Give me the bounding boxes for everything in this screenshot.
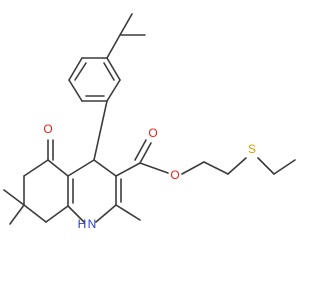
bond <box>45 205 69 223</box>
bond <box>74 62 87 81</box>
atom-label-sulfur: S <box>248 142 256 156</box>
bond <box>47 159 69 177</box>
bond <box>115 162 141 177</box>
bond <box>139 162 169 174</box>
bond <box>106 57 121 81</box>
bond <box>23 159 49 177</box>
atom-label-oxygen: O <box>43 122 52 136</box>
bond <box>103 62 115 81</box>
bond <box>68 79 83 102</box>
bond <box>139 142 152 164</box>
bond <box>68 57 83 81</box>
bond <box>106 79 121 102</box>
bond <box>9 204 25 225</box>
bond <box>257 157 275 175</box>
bond <box>93 100 108 161</box>
structure-diagram: O O O S N H <box>3 13 296 231</box>
bond <box>115 204 141 221</box>
bond <box>67 159 95 177</box>
bond <box>119 13 133 36</box>
molecule-canvas: O O O S N H <box>3 13 296 231</box>
atom-label-nitrogen: N <box>88 217 97 231</box>
bond <box>93 159 117 177</box>
bond <box>181 161 205 175</box>
atom-label-oxygen: O <box>148 126 157 140</box>
atom-label-hydrogen: H <box>78 217 87 231</box>
bond <box>106 34 121 59</box>
bond <box>134 139 147 161</box>
bond <box>203 161 229 175</box>
atom-label-oxygen: O <box>170 168 179 182</box>
bond <box>227 157 247 175</box>
bond <box>67 205 85 223</box>
bond <box>273 159 296 175</box>
bond <box>23 204 47 223</box>
bond <box>95 204 117 223</box>
bond <box>3 189 25 206</box>
